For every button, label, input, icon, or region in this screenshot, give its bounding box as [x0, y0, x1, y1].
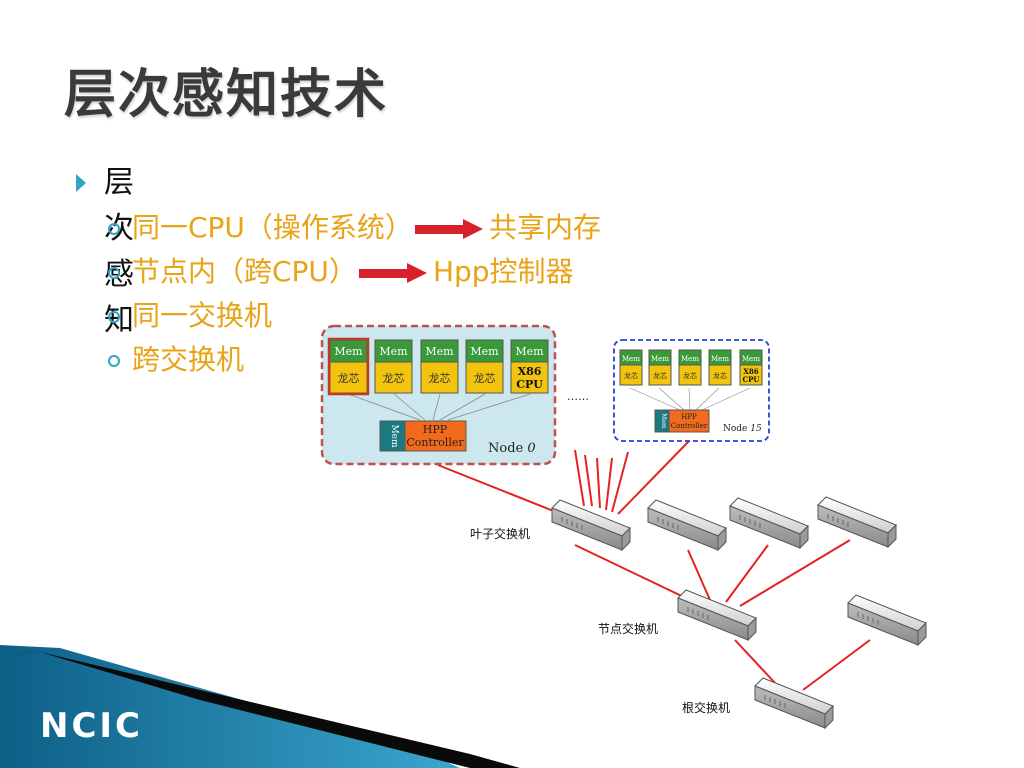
mem-label: Mem — [334, 345, 363, 358]
root-switch-label: 根交换机 — [682, 700, 730, 715]
triangle-bullet-icon — [76, 174, 86, 192]
node-ellipsis: …… — [567, 390, 589, 403]
hpp-label: HPP — [423, 423, 448, 436]
cpu-label: CPU — [516, 378, 543, 391]
mem-label: Mem — [425, 345, 454, 358]
footer-decoration — [0, 645, 520, 768]
sub-bullet-4-text: 跨交换机 — [132, 343, 245, 376]
circle-bullet-icon — [108, 267, 120, 279]
circle-bullet-icon — [108, 311, 120, 323]
sub-bullet-2-text: 节点内（跨CPU） — [132, 255, 357, 288]
mem-label: Mem — [651, 355, 669, 363]
leaf-switch-icon — [647, 499, 727, 551]
core-label: 龙芯 — [338, 371, 360, 385]
leaf-switch-icon — [551, 499, 631, 551]
core-label: 龙芯 — [383, 371, 405, 385]
core-label: 龙芯 — [474, 371, 496, 385]
switches — [551, 496, 927, 729]
core-label: 龙芯 — [653, 371, 667, 380]
mem-label: Mem — [470, 345, 499, 358]
node-0-cpus: Mem 龙芯 Mem 龙芯 Mem 龙芯 Mem 龙芯 — [327, 337, 549, 396]
circle-bullet-icon — [108, 223, 120, 235]
mem-label: Mem — [711, 355, 729, 363]
x86-label: X86 — [743, 367, 758, 376]
circle-bullet-icon — [108, 355, 120, 367]
leaf-switch-label: 叶子交换机 — [470, 526, 530, 541]
leaf-switch-icon — [817, 496, 897, 548]
node-switch-label: 节点交换机 — [598, 621, 658, 636]
mem-label: Mem — [515, 345, 544, 358]
node-15-hpp-controller: Mem HPP Controller — [654, 409, 710, 433]
right-arrow-icon — [414, 219, 483, 239]
leaf-switch-icon — [729, 497, 809, 549]
mem-label: Mem — [660, 413, 667, 429]
slide-title: 层次感知技术 — [64, 65, 389, 125]
node-15-label: Node 15 — [723, 424, 762, 434]
controller-label: Controller — [406, 436, 464, 449]
network-links — [437, 439, 871, 691]
node-15-cpus: Mem 龙芯 Mem 龙芯 Mem 龙芯 Mem 龙芯 — [619, 349, 763, 386]
sub-bullet-1-result: 共享内存 — [488, 211, 601, 244]
node-0-label: Node 0 — [488, 441, 536, 456]
mem-label: Mem — [742, 355, 760, 363]
core-label: 龙芯 — [683, 371, 697, 380]
mem-label: Mem — [379, 345, 408, 358]
footer-brand: NCIC — [40, 706, 144, 746]
node-switch-icon — [847, 594, 927, 646]
cpu-label: CPU — [743, 375, 760, 384]
sub-bullet-2-result: Hpp控制器 — [432, 255, 574, 288]
sub-bullet-1-text: 同一CPU（操作系统） — [132, 211, 413, 244]
node-switch-icon — [677, 589, 757, 641]
controller-label: Controller — [671, 422, 708, 430]
node-15: Mem 龙芯 Mem 龙芯 Mem 龙芯 Mem 龙芯 — [613, 339, 770, 442]
core-label: 龙芯 — [713, 371, 727, 380]
hpp-label: HPP — [681, 413, 697, 421]
core-label: 龙芯 — [624, 371, 638, 380]
mem-label: Mem — [681, 355, 699, 363]
mem-label: Mem — [389, 424, 399, 448]
mem-label: Mem — [622, 355, 640, 363]
right-arrow-icon — [358, 263, 427, 283]
core-label: 龙芯 — [429, 371, 451, 385]
node-0: Mem 龙芯 Mem 龙芯 Mem 龙芯 Mem 龙芯 — [320, 324, 557, 466]
node-0-hpp-controller: Mem HPP Controller — [379, 420, 467, 452]
root-switch-icon — [754, 677, 834, 729]
x86-label: X86 — [518, 365, 542, 378]
sub-bullet-3-text: 同一交换机 — [132, 299, 273, 332]
